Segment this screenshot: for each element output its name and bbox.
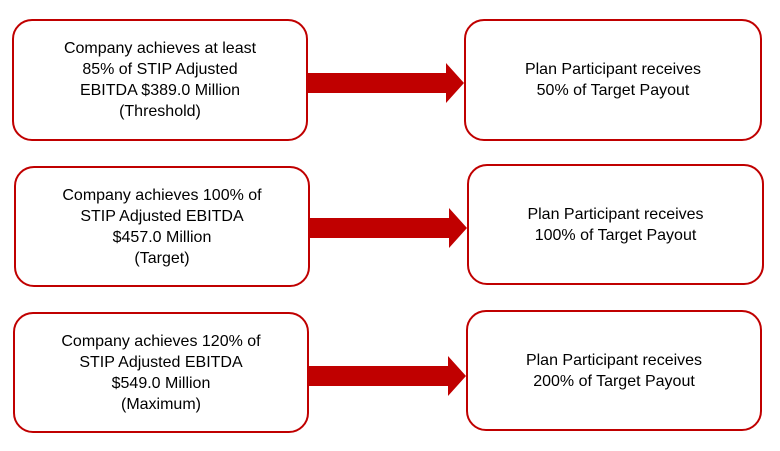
target-result-box: Plan Participant receives 100% of Target… — [467, 164, 764, 285]
target-result-text: Plan Participant receives 100% of Target… — [527, 205, 704, 244]
threshold-condition-box: Company achieves at least 85% of STIP Ad… — [12, 19, 308, 141]
maximum-condition-text: Company achieves 120% of STIP Adjusted E… — [61, 332, 261, 413]
maximum-result-box: Plan Participant receives 200% of Target… — [466, 310, 762, 431]
target-condition-box: Company achieves 100% of STIP Adjusted E… — [14, 166, 310, 287]
maximum-condition-box: Company achieves 120% of STIP Adjusted E… — [13, 312, 309, 433]
maximum-arrow — [309, 356, 466, 396]
threshold-result-box: Plan Participant receives 50% of Target … — [464, 19, 762, 141]
threshold-result-text: Plan Participant receives 50% of Target … — [524, 61, 702, 99]
target-condition-text: Company achieves 100% of STIP Adjusted E… — [62, 186, 262, 267]
target-arrow — [310, 208, 467, 248]
arrow-shape — [309, 356, 466, 396]
threshold-condition-text: Company achieves at least 85% of STIP Ad… — [63, 40, 257, 120]
maximum-result-text: Plan Participant receives 200% of Target… — [525, 351, 703, 390]
threshold-arrow — [308, 63, 464, 103]
arrow-shape — [310, 208, 467, 248]
arrow-shape — [308, 63, 464, 103]
